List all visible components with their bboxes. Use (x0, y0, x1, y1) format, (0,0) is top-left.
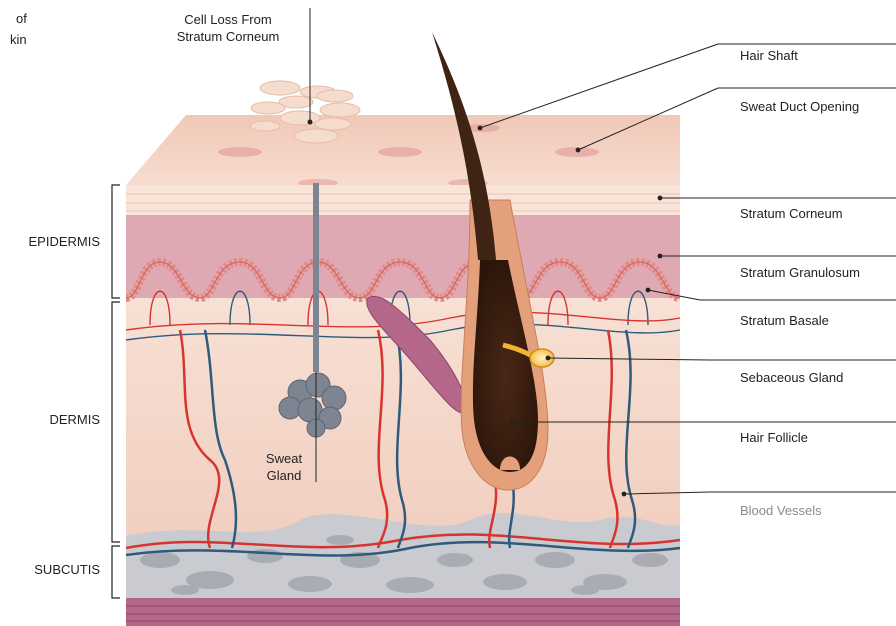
title-fragment-line1: of (16, 11, 27, 27)
stratum-corneum-label: Stratum Corneum (740, 206, 843, 222)
title-fragment-line2: kin (10, 32, 27, 48)
epidermis-label: EPIDERMIS (0, 234, 100, 250)
subcutis-label: SUBCUTIS (0, 562, 100, 578)
sweat-gland-label-line1: Sweat (256, 451, 312, 467)
hair-follicle-label: Hair Follicle (740, 430, 808, 446)
dermis-label: DERMIS (0, 412, 100, 428)
muscle-layer (126, 598, 680, 626)
stratum-basale-label: Stratum Basale (740, 313, 829, 329)
sweat-duct-opening-label: Sweat Duct Opening (740, 99, 859, 115)
sweat-gland-label-line2: Gland (256, 468, 312, 484)
stratum-granulosum-label: Stratum Granulosum (740, 265, 860, 281)
blood-vessels-label: Blood Vessels (740, 503, 822, 519)
sebaceous-gland-label: Sebaceous Gland (740, 370, 843, 386)
cell-loss-label-line2: Stratum Corneum (168, 29, 288, 45)
hair-shaft-label: Hair Shaft (740, 48, 798, 64)
layer-brackets (112, 185, 120, 598)
cell-loss-label-line1: Cell Loss From (168, 12, 288, 28)
